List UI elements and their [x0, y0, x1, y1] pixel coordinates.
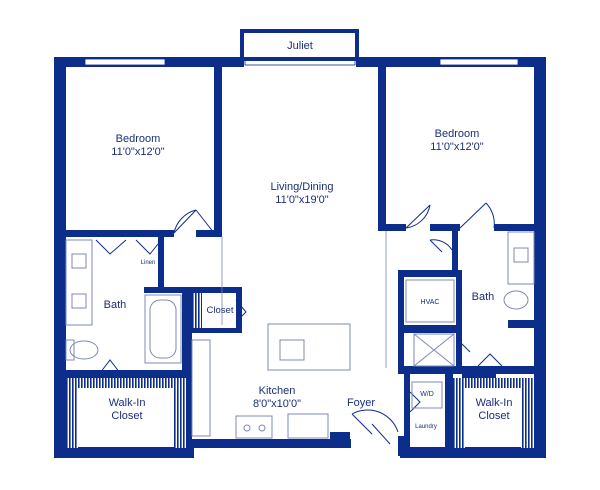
bedroom-right-name: Bedroom [434, 128, 480, 140]
closet-label: Closet [206, 305, 234, 316]
interior-walls [64, 64, 538, 450]
door-swings [95, 202, 503, 445]
living-dims: 11'0"x19'0" [275, 194, 329, 206]
wd-label: W/D [420, 391, 434, 398]
walkin-left-line1: Walk-In [108, 397, 146, 409]
bedroom-left-dims: 11'0"x12'0" [111, 146, 165, 158]
thin-lines [221, 231, 387, 368]
bedroom-right-dims: 11'0"x12'0" [430, 141, 484, 153]
bath-right-label: Bath [471, 291, 495, 303]
linen-label: Linen [140, 260, 156, 266]
hvac-label: HVAC [420, 299, 440, 306]
foyer-label: Foyer [346, 397, 376, 409]
bath-left-label: Bath [103, 299, 127, 311]
laundry-label: Laundry [415, 424, 437, 430]
kitchen-name: Kitchen [258, 385, 296, 397]
walkin-left-line2: Closet [111, 410, 143, 422]
juliet-label: Juliet [287, 40, 313, 52]
walkin-right-line1: Walk-In [475, 397, 513, 409]
living-name: Living/Dining [270, 181, 334, 193]
kitchen-dims: 8'0"x10'0" [252, 398, 302, 410]
bedroom-left-name: Bedroom [115, 133, 161, 145]
walkin-right-line2: Closet [478, 410, 510, 422]
juliet-balcony [240, 29, 359, 61]
closet-shelving [66, 293, 534, 448]
fixtures [65, 231, 535, 439]
